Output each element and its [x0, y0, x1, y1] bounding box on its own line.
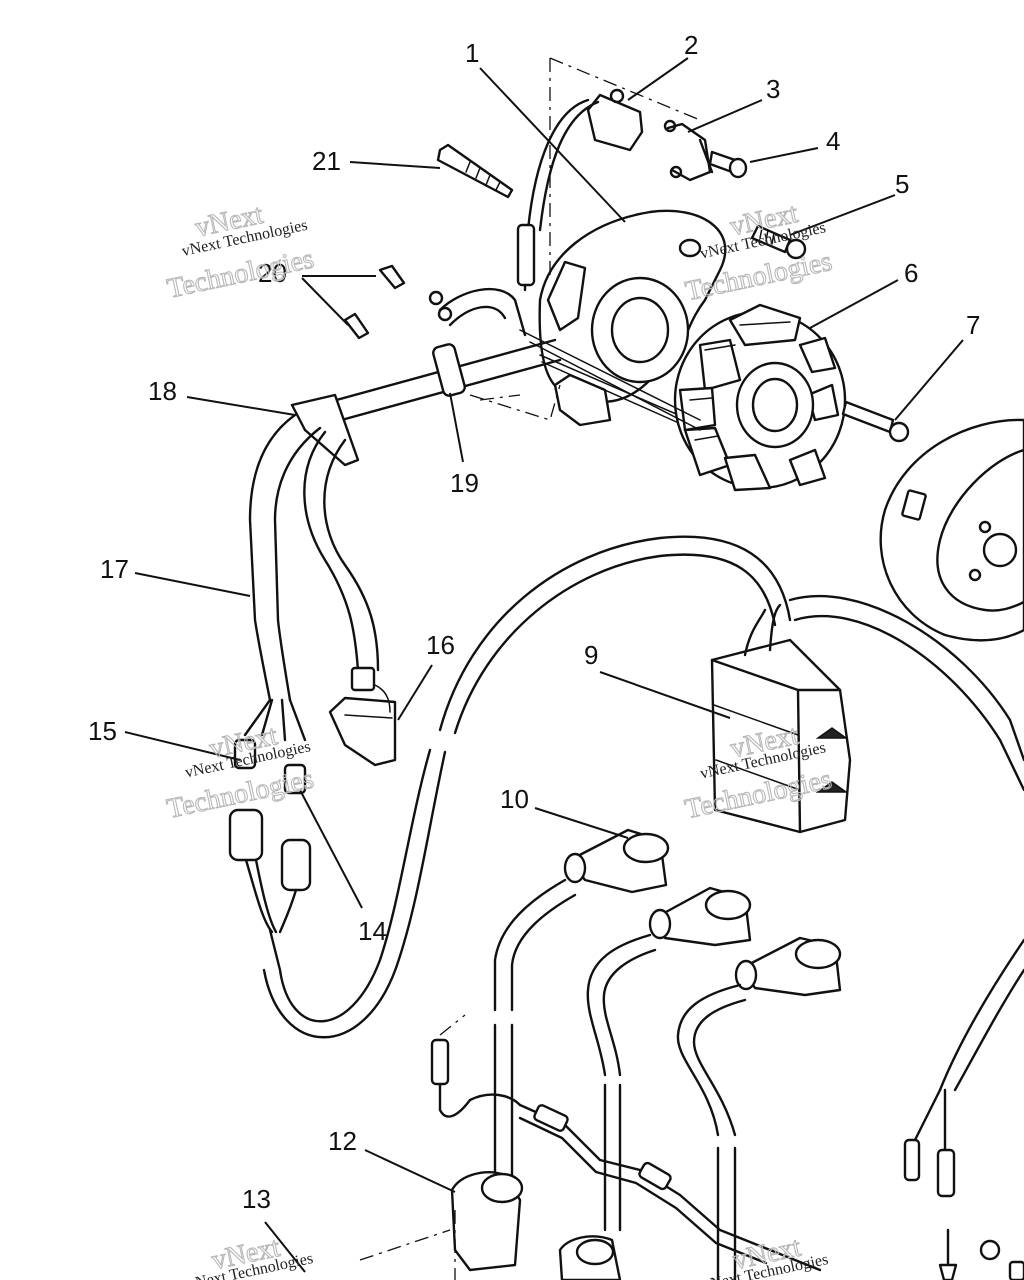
callout-6: 6 [904, 258, 918, 288]
spark-plug-caps [563, 828, 842, 997]
callout-19: 19 [450, 468, 479, 498]
callout-12: 12 [328, 1126, 357, 1156]
callout-1: 1 [465, 38, 479, 68]
callout-13: 13 [242, 1184, 271, 1214]
callout-21: 21 [312, 146, 341, 176]
watermark-mid-left: vNext vNext Technologies Technologies [164, 720, 317, 826]
watermark-bottom-left: vNext vNext Technologies [186, 1231, 315, 1280]
pickup-sensor [516, 88, 644, 292]
callout-18: 18 [148, 376, 177, 406]
callout-7: 7 [966, 310, 980, 340]
callout-5: 5 [895, 169, 909, 199]
bolt-7 [841, 400, 910, 443]
flywheel [879, 418, 1024, 642]
stator-plate [538, 209, 727, 429]
callout-10: 10 [500, 784, 529, 814]
stator-coil [673, 303, 847, 492]
callout-14: 14 [358, 916, 387, 946]
watermark-top-left: vNext vNext Technologies Technologies [164, 198, 317, 305]
screw-4 [708, 150, 748, 179]
bolt-21 [436, 143, 514, 199]
wire-harness [243, 287, 701, 742]
wire-loops [262, 535, 1024, 1198]
watermark-bottom-right: vNext vNext Technologies [701, 1231, 830, 1280]
callout-15: 15 [88, 716, 117, 746]
connector-16 [328, 684, 397, 767]
callout-16: 16 [426, 630, 455, 660]
callout-20: 20 [258, 258, 287, 288]
callout-17: 17 [100, 554, 129, 584]
callout-9: 9 [584, 640, 598, 670]
bullet-connectors [228, 738, 312, 934]
leader-lines [124, 57, 964, 1273]
cdi-box [710, 603, 852, 834]
ignition-coils [359, 1014, 1024, 1280]
screws-20 [343, 264, 453, 340]
callout-4: 4 [826, 126, 840, 156]
callout-3: 3 [766, 74, 780, 104]
screw-5 [750, 224, 807, 260]
callout-numbers: 1 2 3 4 5 6 7 9 10 12 13 14 15 16 17 18 … [88, 30, 980, 1214]
bracket [666, 122, 714, 182]
callout-2: 2 [684, 30, 698, 60]
